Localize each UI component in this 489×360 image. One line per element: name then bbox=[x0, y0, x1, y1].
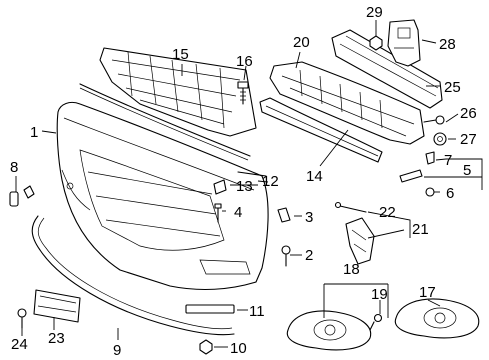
callout-labels: 1 2 3 4 5 6 7 8 9 10 11 12 13 14 15 16 1… bbox=[10, 4, 477, 359]
callout-25: 25 bbox=[444, 79, 461, 96]
callout-20: 20 bbox=[293, 34, 310, 51]
part-13-clip bbox=[213, 179, 227, 195]
callout-5: 5 bbox=[463, 162, 471, 179]
part-18-fog-lamp-left bbox=[286, 310, 372, 351]
part-24-screw bbox=[17, 308, 27, 329]
part-26-screw bbox=[423, 115, 445, 125]
callout-26: 26 bbox=[460, 105, 477, 122]
callout-13: 13 bbox=[236, 178, 253, 195]
part-8-reflector bbox=[9, 191, 19, 207]
part-14-lower-absorber bbox=[259, 97, 383, 163]
callout-4: 4 bbox=[234, 204, 242, 221]
part-20-energy-absorber bbox=[269, 61, 425, 145]
part-9-lower-strip bbox=[31, 215, 235, 336]
callout-9: 9 bbox=[113, 342, 121, 359]
callout-10: 10 bbox=[230, 340, 247, 357]
part-7-clip bbox=[425, 151, 435, 165]
part-16-bolt bbox=[237, 81, 249, 105]
callout-8: 8 bbox=[10, 159, 18, 176]
part-19-screw bbox=[369, 313, 383, 331]
part-11-trim-strip bbox=[185, 304, 235, 314]
callout-24: 24 bbox=[11, 336, 28, 353]
upper-trim-strip bbox=[79, 83, 251, 157]
callout-3: 3 bbox=[305, 209, 313, 226]
callout-11: 11 bbox=[249, 303, 265, 320]
part-27-nut bbox=[433, 132, 447, 146]
callout-12: 12 bbox=[262, 173, 279, 190]
part-1-bumper-cover bbox=[56, 101, 269, 291]
callout-6: 6 bbox=[446, 185, 454, 202]
part-17-fog-lamp-right bbox=[394, 298, 480, 339]
part-23-plate-bracket bbox=[33, 289, 81, 323]
part-5-bracket bbox=[399, 169, 423, 183]
part-15-grille-bracket bbox=[99, 47, 257, 137]
part-4-bolt bbox=[214, 203, 222, 223]
part-2-bolt bbox=[281, 245, 291, 267]
callout-22: 22 bbox=[379, 204, 396, 221]
part-3-clip bbox=[277, 207, 291, 223]
callout-23: 23 bbox=[48, 330, 65, 347]
callout-28: 28 bbox=[439, 36, 456, 53]
part-25-reinforcement-beam bbox=[331, 29, 443, 109]
callout-1: 1 bbox=[30, 124, 38, 141]
part-22-bolt bbox=[339, 205, 367, 213]
callout-29: 29 bbox=[366, 4, 383, 21]
callout-18: 18 bbox=[343, 261, 360, 278]
part-6-nut bbox=[425, 187, 435, 197]
part-28-bracket bbox=[387, 19, 421, 67]
part-21-bracket bbox=[345, 217, 375, 265]
callout-2: 2 bbox=[305, 247, 313, 264]
callout-21: 21 bbox=[412, 221, 429, 238]
callout-17: 17 bbox=[419, 284, 436, 301]
callout-16: 16 bbox=[236, 53, 253, 70]
callout-7: 7 bbox=[444, 152, 452, 169]
callout-15: 15 bbox=[172, 46, 189, 63]
callout-27: 27 bbox=[460, 131, 477, 148]
callout-14: 14 bbox=[306, 168, 323, 185]
callout-19: 19 bbox=[371, 286, 388, 303]
leader-lines bbox=[15, 20, 483, 348]
part-10-nut bbox=[199, 339, 213, 355]
